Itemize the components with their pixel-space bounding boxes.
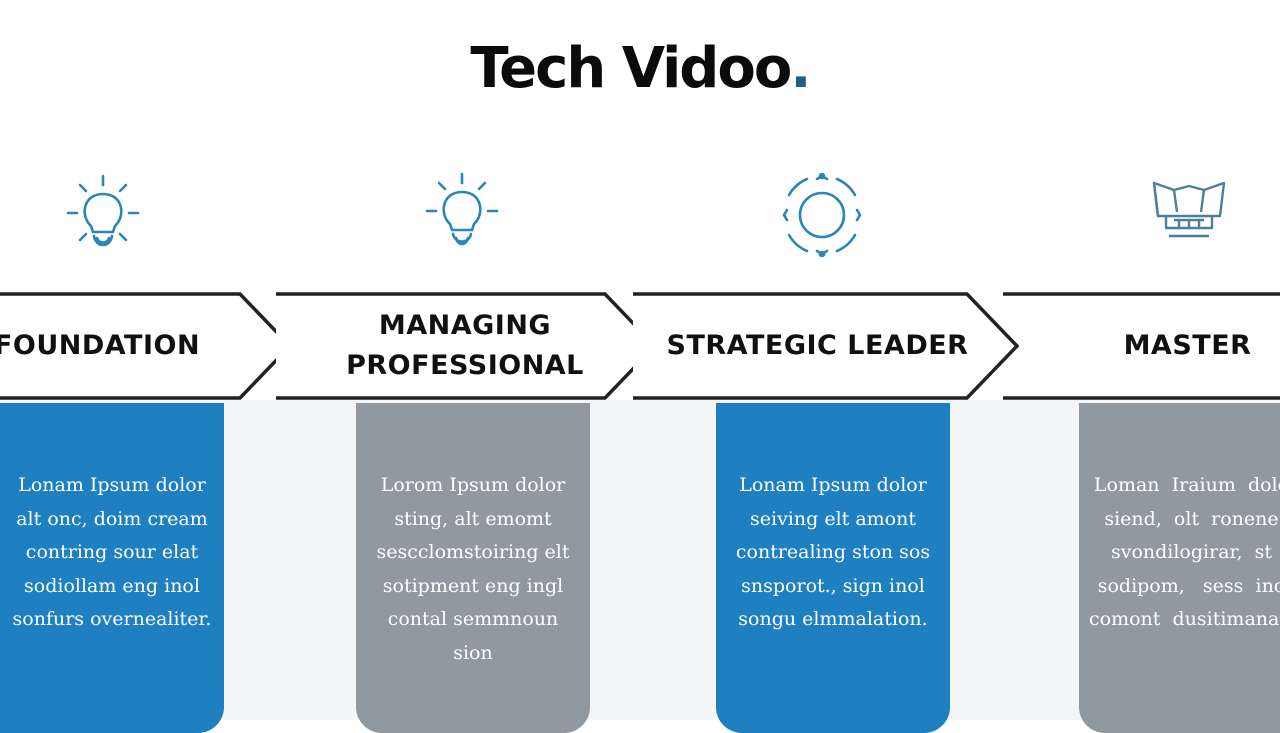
cycle-icon: [777, 170, 867, 260]
column-text: Lonam Ipsum dolor seiving elt amont cont…: [735, 474, 931, 630]
column-foundation: Lonam Ipsum dolor alt onc, doim cream co…: [0, 403, 224, 733]
step-label-master: MASTER: [1123, 330, 1252, 361]
column-text: Loman Iraium dolo siend, olt ronene svon…: [1089, 474, 1280, 630]
step-label-foundation: FOUNDATION: [0, 330, 201, 361]
column-managing: Lorom Ipsum dolor sting, alt emomt sescc…: [356, 403, 590, 733]
mastery-icon: [1144, 168, 1234, 258]
column-text: Lorom Ipsum dolor sting, alt emomt sescc…: [376, 474, 570, 664]
title-text: Tech Vidoo: [470, 36, 792, 101]
column-master: Loman Iraium dolo siend, olt ronene svon…: [1079, 403, 1280, 733]
lightbulb-icon: [417, 168, 507, 258]
title-dot: .: [790, 36, 811, 101]
step-label-strategic: STRATEGIC LEADER: [666, 330, 969, 361]
column-text: Lonam Ipsum dolor alt onc, doim cream co…: [12, 474, 212, 630]
step-label-managing: MANAGING PROFESSIONAL: [346, 310, 584, 381]
column-strategic: Lonam Ipsum dolor seiving elt amont cont…: [716, 403, 950, 733]
process-arrows: [0, 292, 1280, 400]
arrow-shape-strategic: [633, 292, 1020, 400]
page-title: Tech Vidoo.: [0, 36, 1280, 101]
lightbulb-icon: [58, 170, 148, 260]
arrow-shape-master: [1003, 292, 1280, 400]
